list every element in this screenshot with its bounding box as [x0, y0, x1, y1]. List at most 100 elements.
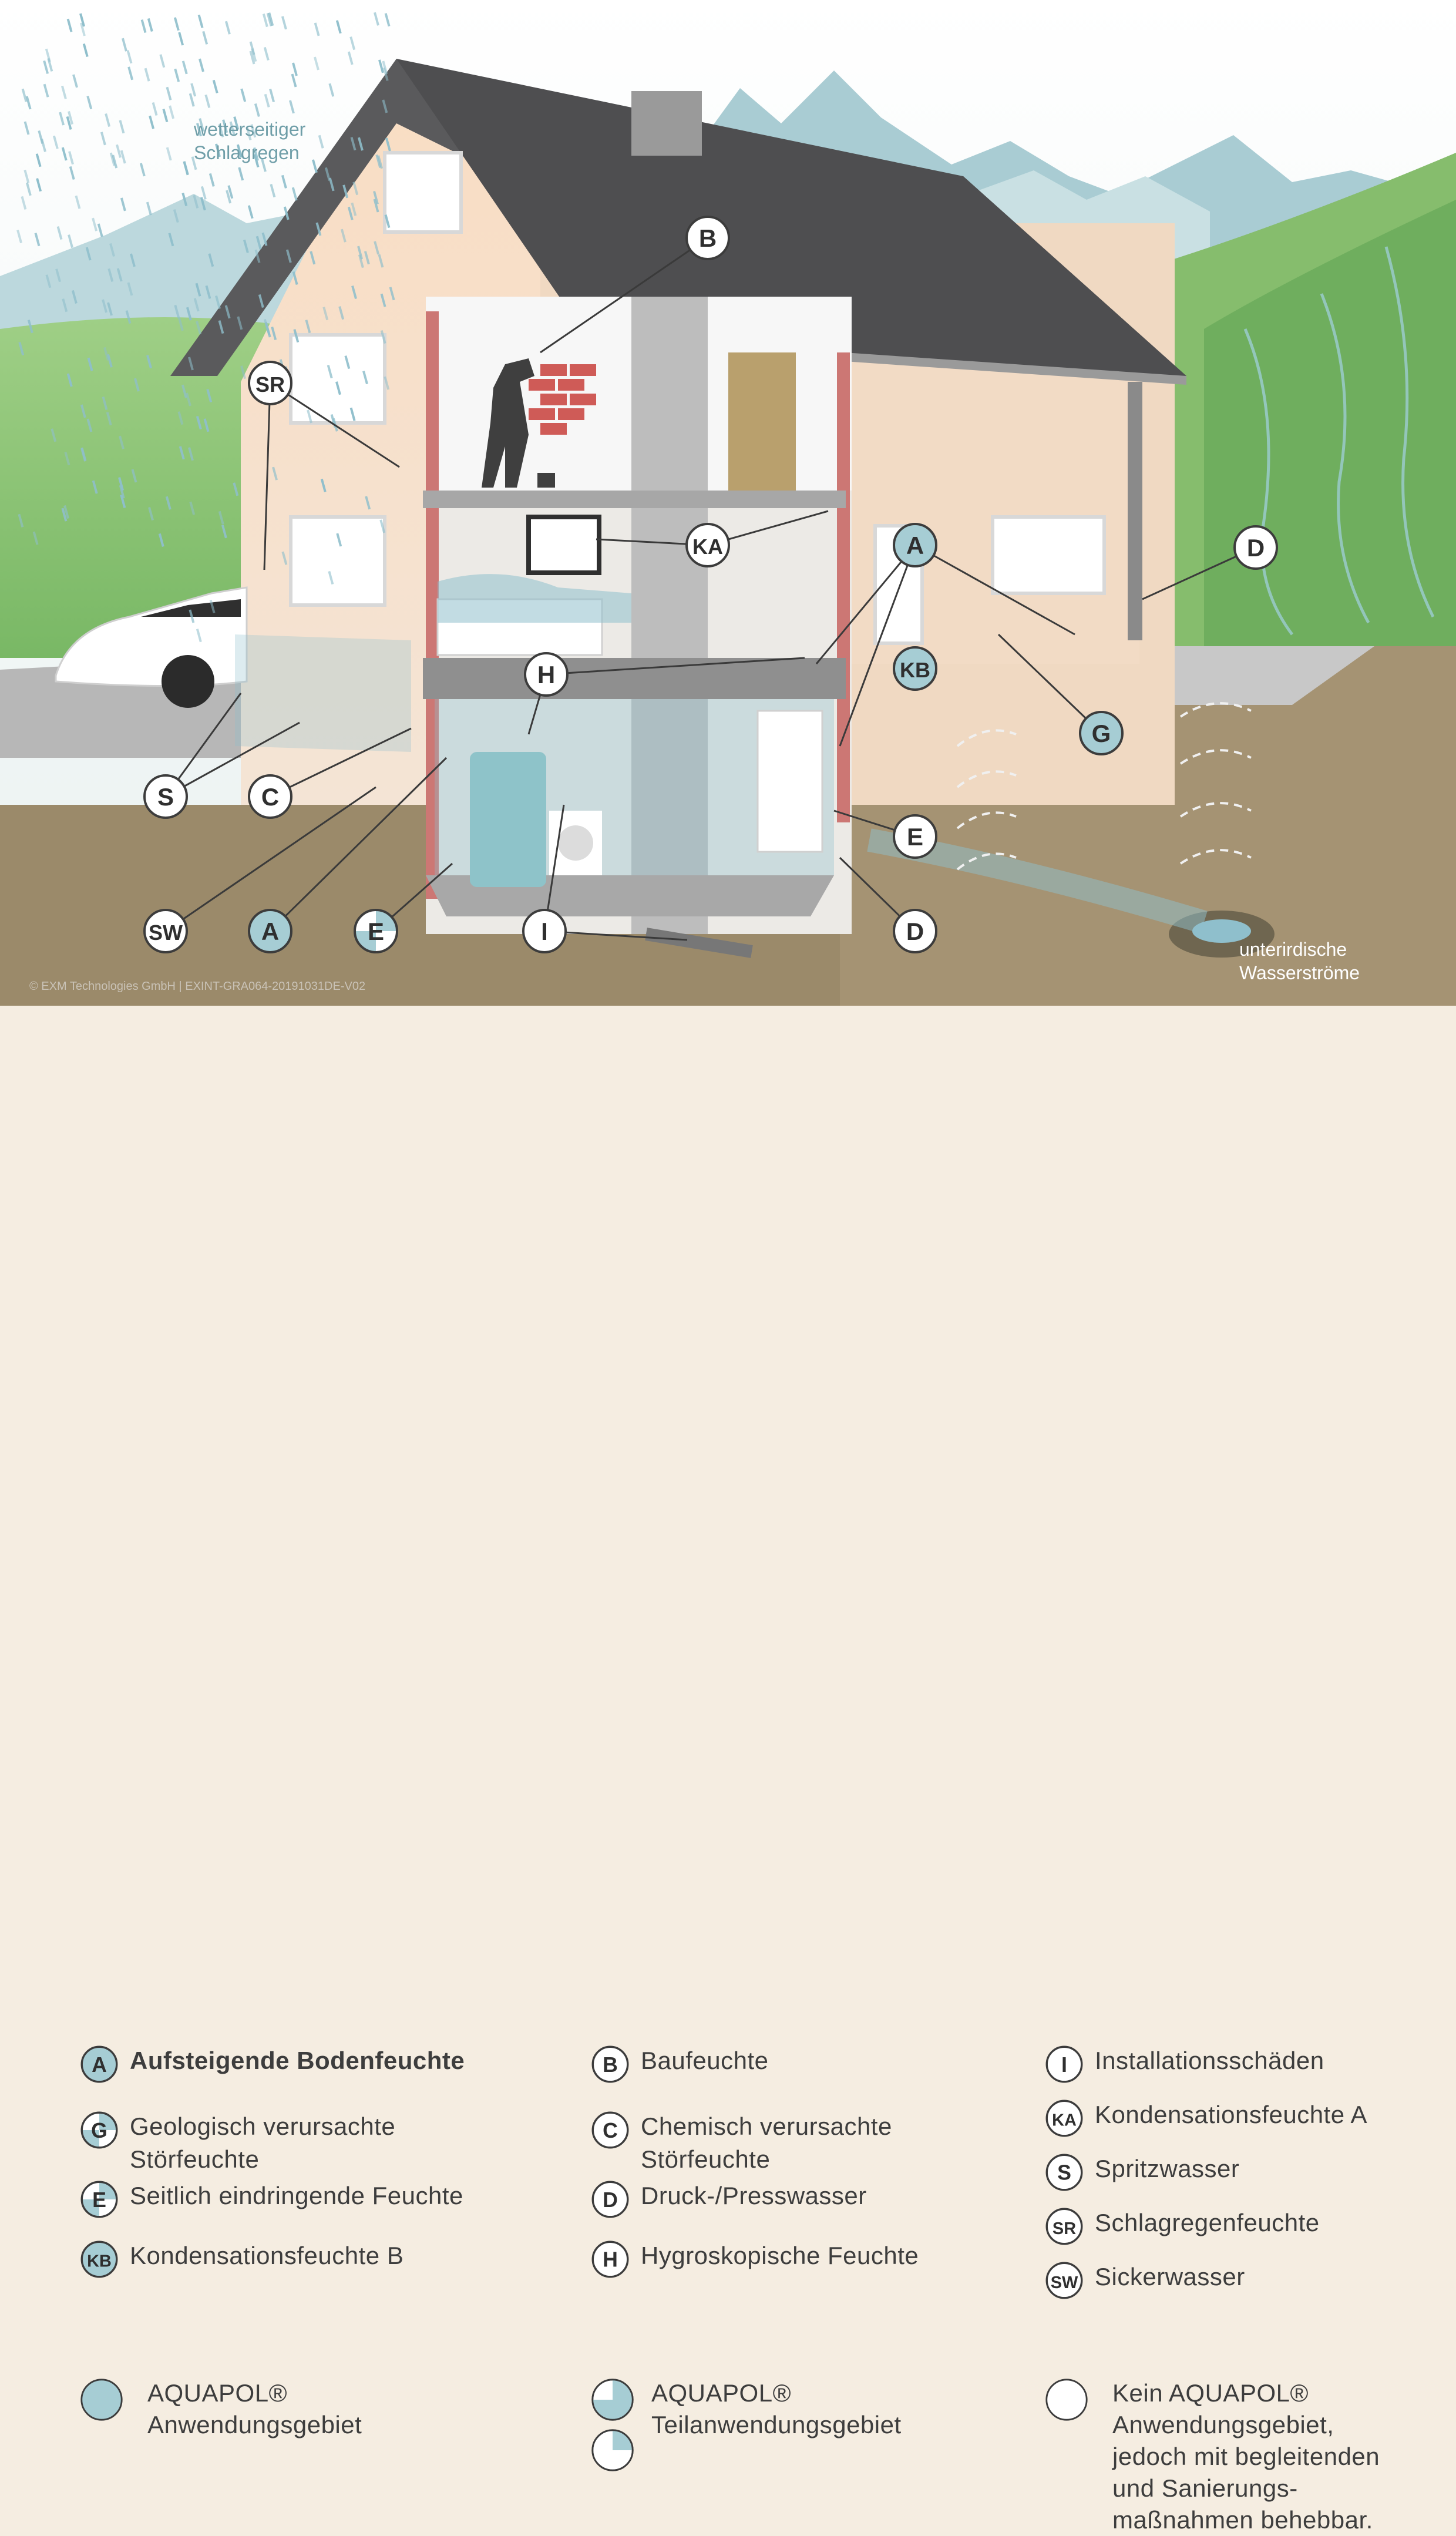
- rain-drop: [285, 249, 292, 263]
- rain-drop: [32, 531, 39, 545]
- rain-drop: [181, 384, 187, 398]
- scene-badge-code: D: [1247, 534, 1265, 562]
- rain-drop: [55, 268, 62, 283]
- rain-drop: [173, 209, 179, 223]
- rain-drop: [43, 83, 49, 98]
- rain-drop: [350, 137, 357, 151]
- rain-drop: [264, 93, 270, 108]
- rain-drop: [107, 302, 113, 316]
- rain-drop: [389, 287, 395, 301]
- rain-drop: [218, 510, 224, 525]
- rain-drop: [80, 22, 86, 36]
- scene-badge-code: D: [906, 918, 924, 945]
- rain-drop: [384, 214, 391, 229]
- legend-label: Chemisch verursachte Störfeuchte: [641, 2112, 892, 2173]
- rain-drop: [377, 155, 384, 169]
- rain-drop: [21, 196, 27, 210]
- rain-drop: [72, 74, 78, 88]
- rain-drop: [233, 482, 239, 496]
- rain-drop: [97, 223, 103, 237]
- svg-text:G: G: [91, 2119, 107, 2142]
- worker-figure: [482, 358, 534, 488]
- rain-drop: [272, 466, 278, 481]
- rain-drop: [174, 304, 180, 318]
- legend-badge-s: S: [1045, 2154, 1083, 2191]
- rain-drop: [335, 20, 342, 34]
- rain-drop: [144, 68, 150, 82]
- car-wheel: [162, 655, 214, 708]
- rain-drop: [320, 478, 327, 492]
- rain-drop: [328, 83, 335, 97]
- rain-drop: [168, 233, 174, 247]
- driving-rain: [16, 12, 395, 643]
- rain-drop: [38, 130, 44, 145]
- rain-drop: [61, 508, 68, 522]
- rain-drop: [75, 195, 81, 209]
- rain-drop: [79, 13, 85, 27]
- rain-drop: [106, 354, 113, 368]
- rain-drop: [165, 496, 172, 510]
- rain-drop: [21, 88, 28, 102]
- scene-badge-h: H: [524, 652, 569, 697]
- rain-drop: [365, 496, 371, 510]
- rain-drop: [45, 274, 52, 288]
- scene-badge-code: H: [537, 661, 555, 688]
- moisture-kitchen: [438, 574, 631, 623]
- rain-drop: [204, 94, 211, 108]
- rain-drop: [281, 551, 288, 565]
- kitchen-window: [526, 515, 601, 575]
- legend-item-sr: SR Schlagregenfeuchte: [1044, 2206, 1320, 2246]
- legend-label: Druck-/Presswasser: [641, 2182, 867, 2209]
- rain-drop: [69, 166, 75, 180]
- rain-drop: [357, 246, 363, 260]
- scene-badge-ka: KA: [685, 523, 730, 567]
- rain-drop: [224, 21, 231, 35]
- rain-drop: [247, 205, 254, 219]
- legend-badge-a: A: [80, 2045, 118, 2083]
- svg-text:KB: KB: [87, 2252, 112, 2271]
- rain-drop: [189, 93, 195, 107]
- rain-drop: [68, 111, 73, 125]
- legend-label: Schlagregenfeuchte: [1095, 2209, 1320, 2236]
- rain-drop: [288, 100, 295, 114]
- rain-drop: [221, 525, 227, 539]
- car-windshield: [141, 599, 241, 617]
- rain-drop: [177, 411, 184, 425]
- legend-badge-kb: KB: [80, 2241, 118, 2278]
- rain-drop: [236, 144, 243, 158]
- legend-badge-d: D: [591, 2181, 629, 2218]
- rain-drop: [266, 12, 273, 26]
- drain-pipe: [645, 928, 753, 958]
- rain-drop: [281, 16, 287, 30]
- rain-drop: [174, 68, 180, 82]
- rain-drop: [125, 310, 132, 324]
- rain-drop: [310, 251, 316, 265]
- rain-drop: [92, 480, 98, 494]
- rain-drop: [188, 447, 194, 461]
- rain-drop: [191, 156, 197, 170]
- wall-section-left: [426, 311, 439, 899]
- rain-drop: [378, 59, 384, 73]
- rain-drop: [71, 290, 78, 304]
- rain-drop: [100, 132, 106, 146]
- rain-drop: [195, 283, 201, 297]
- rain-drop: [126, 50, 133, 64]
- rain-drop: [116, 144, 122, 158]
- scene-badge-code: A: [261, 918, 279, 945]
- basement-door: [756, 710, 823, 853]
- legend-badge-sr: SR: [1045, 2208, 1083, 2245]
- rain-drop: [291, 187, 298, 201]
- rain-drop: [35, 153, 42, 167]
- rain-drop: [384, 376, 390, 390]
- chimney-shaft: [631, 297, 708, 934]
- rain-drop: [186, 307, 192, 321]
- rain-drop: [340, 229, 347, 243]
- rain-drop: [349, 36, 356, 51]
- rain-drop: [196, 629, 202, 643]
- rain-drop: [87, 357, 93, 371]
- rain-drop: [222, 119, 228, 133]
- scene-badge-s: S: [143, 774, 188, 819]
- rain-drop: [60, 85, 67, 99]
